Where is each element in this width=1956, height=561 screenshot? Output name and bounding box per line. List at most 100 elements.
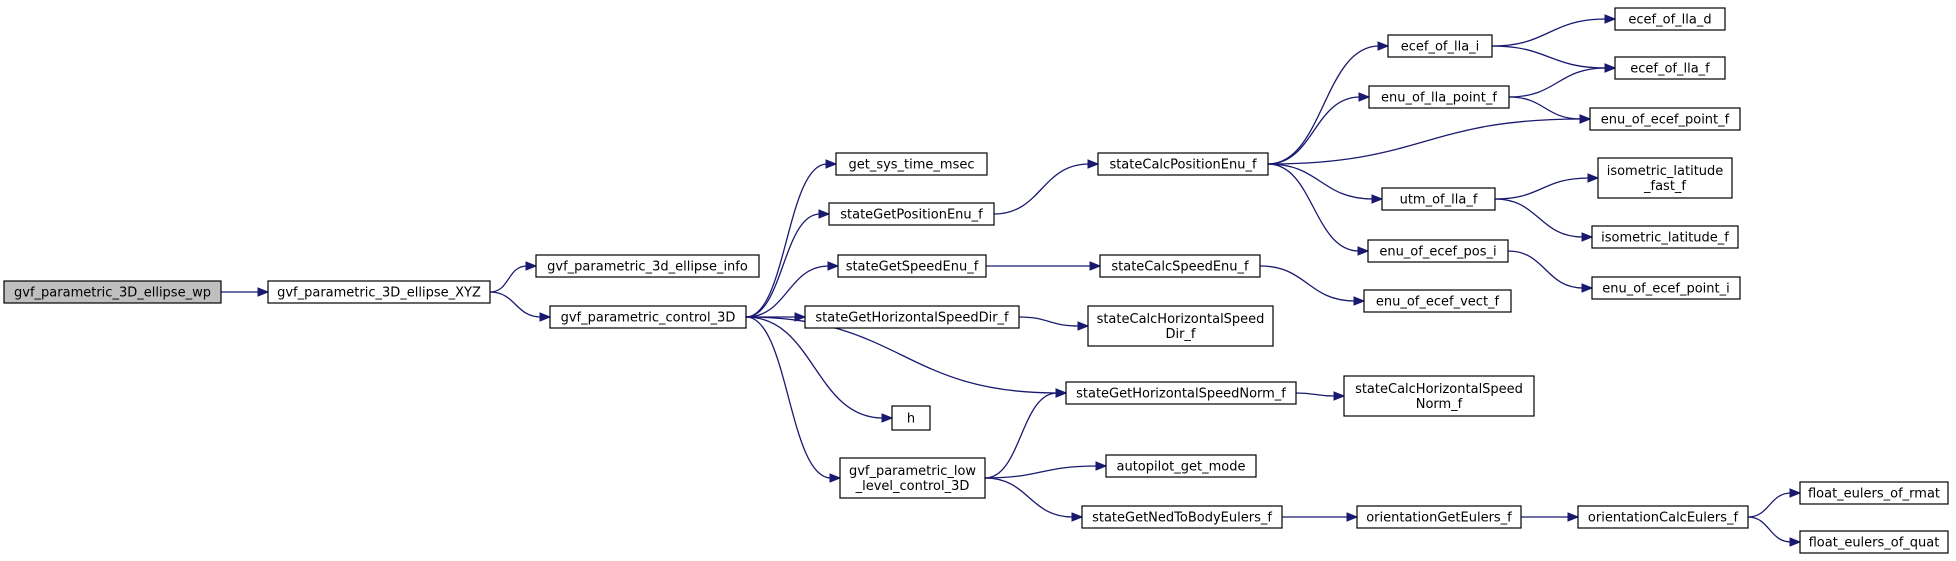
node-enu-of-lla-point-f[interactable]: enu_of_lla_point_f — [1368, 85, 1510, 109]
edge-line — [745, 213, 821, 318]
node-box — [1099, 254, 1261, 278]
edge-statecalcpositionenu-f-to-enu-of-ecef-point-f — [1267, 114, 1592, 165]
function-nodes: gvf_parametric_3D_ellipse_wp gvf_parametr… — [3, 7, 1949, 554]
node-box — [1363, 289, 1512, 313]
edge-line — [1494, 177, 1590, 200]
arrowhead-icon — [1581, 232, 1594, 242]
arrowhead-icon — [1089, 261, 1102, 271]
node-box — [1591, 225, 1739, 249]
node-stategethorizontalspeeddir-f[interactable]: stateGetHorizontalSpeedDir_f — [804, 305, 1020, 329]
edge-line — [1491, 18, 1607, 47]
node-label: float_eulers_of_rmat — [1808, 487, 1940, 502]
node-label: gvf_parametric_low — [849, 464, 976, 479]
arrowhead-icon — [825, 159, 838, 169]
node-float-eulers-of-rmat[interactable]: float_eulers_of_rmat — [1799, 481, 1949, 505]
node-box — [1105, 454, 1257, 478]
node-enu-of-ecef-point-i[interactable]: enu_of_ecef_point_i — [1591, 276, 1741, 300]
node-enu-of-ecef-point-f[interactable]: enu_of_ecef_point_f — [1589, 107, 1741, 131]
node-gvf-parametric-control-3d[interactable]: gvf_parametric_control_3D — [549, 305, 747, 329]
edge-line — [489, 291, 542, 318]
node-ecef-of-lla-f[interactable]: ecef_of_lla_f — [1614, 56, 1726, 80]
edge-line — [1508, 67, 1607, 98]
node-box — [1087, 305, 1274, 347]
node-box — [1368, 85, 1510, 109]
node-box — [828, 202, 995, 226]
node-box — [1381, 187, 1496, 211]
edge-gvf-parametric-3d-ellipse-xyz-to-gvf-parametric-3d-ellipse-info — [489, 261, 538, 293]
node-statecalcpositionenu-f[interactable]: stateCalcPositionEnu_f — [1097, 152, 1269, 176]
node-ecef-of-lla-i[interactable]: ecef_of_lla_i — [1387, 34, 1493, 58]
node-label: stateCalcHorizontalSpeed — [1355, 382, 1523, 397]
edge-gvf-parametric-3d-ellipse-xyz-to-gvf-parametric-control-3d — [489, 291, 552, 322]
arrowhead-icon — [1077, 321, 1090, 331]
node-box — [1387, 34, 1493, 58]
arrowhead-icon — [1579, 114, 1592, 124]
edge-ecef-of-lla-i-to-ecef-of-lla-d — [1491, 14, 1617, 47]
node-utm-of-lla-f[interactable]: utm_of_lla_f — [1381, 187, 1496, 211]
node-stategetnedtobodyeulers-f[interactable]: stateGetNedToBodyEulers_f — [1081, 505, 1283, 529]
edge-line — [984, 392, 1058, 479]
edge-gvf-parametric-control-3d-to-gvf-parametric-low-level-control-3d — [745, 316, 842, 483]
arrowhead-icon — [818, 209, 831, 219]
node-box — [1081, 505, 1283, 529]
node-box — [1614, 56, 1726, 80]
arrowhead-icon — [1071, 512, 1084, 522]
node-gvf-parametric-3d-ellipse-wp[interactable]: gvf_parametric_3D_ellipse_wp — [3, 280, 222, 304]
node-enu-of-ecef-pos-i[interactable]: enu_of_ecef_pos_i — [1367, 239, 1509, 263]
edge-enu-of-ecef-pos-i-to-enu-of-ecef-point-i — [1507, 250, 1594, 293]
node-orientationgeteulers-f[interactable]: orientationGetEulers_f — [1356, 505, 1522, 529]
node-label: orientationGetEulers_f — [1366, 511, 1512, 526]
edge-line — [1507, 250, 1584, 289]
node-box — [549, 305, 747, 329]
edge-line — [984, 465, 1098, 479]
node-stategetpositionenu-f[interactable]: stateGetPositionEnu_f — [828, 202, 995, 226]
node-label: autopilot_get_mode — [1117, 460, 1246, 475]
node-autopilot-get-mode[interactable]: autopilot_get_mode — [1105, 454, 1257, 478]
node-statecalcspeedenu-f[interactable]: stateCalcSpeedEnu_f — [1099, 254, 1261, 278]
edge-gvf-parametric-control-3d-to-get-sys-time-msec — [745, 159, 838, 318]
edge-line — [745, 265, 830, 318]
edge-enu-of-lla-point-f-to-ecef-of-lla-f — [1508, 63, 1617, 98]
edge-gvf-parametric-control-3d-to-stategetpositionenu-f — [745, 209, 831, 318]
edge-statecalcpositionenu-f-to-utm-of-lla-f — [1267, 163, 1384, 204]
node-label: utm_of_lla_f — [1400, 193, 1478, 208]
node-box — [1367, 239, 1509, 263]
node-float-eulers-of-quat[interactable]: float_eulers_of_quat — [1799, 530, 1949, 554]
arrowhead-icon — [525, 261, 538, 271]
node-label: stateCalcSpeedEnu_f — [1111, 260, 1249, 275]
edge-stategethorizontalspeeddir-f-to-statecalchorizontalspeeddir-f — [1018, 316, 1090, 331]
node-gvf-parametric-3d-ellipse-xyz[interactable]: gvf_parametric_3D_ellipse_XYZ — [267, 280, 491, 304]
node-box — [839, 457, 986, 499]
node-isometric-latitude-f[interactable]: isometric_latitude_f — [1591, 225, 1739, 249]
edge-gvf-parametric-control-3d-to-h — [745, 316, 894, 423]
arrowhead-icon — [1353, 296, 1366, 306]
node-label: stateCalcHorizontalSpeed — [1097, 312, 1265, 327]
edge-line — [745, 316, 832, 479]
edge-orientationcalceulers-f-to-float-eulers-of-quat — [1747, 516, 1802, 547]
node-stategethorizontalspeednorm-f[interactable]: stateGetHorizontalSpeedNorm_f — [1065, 381, 1297, 405]
node-get-sys-time-msec[interactable]: get_sys_time_msec — [835, 152, 988, 176]
node-label: _level_control_3D — [855, 479, 970, 494]
node-label: Norm_f — [1416, 397, 1463, 412]
node-label: stateCalcPositionEnu_f — [1109, 158, 1257, 173]
arrowhead-icon — [539, 312, 552, 322]
node-gvf-parametric-low-level-control-3d[interactable]: gvf_parametric_low_level_control_3D — [839, 457, 986, 499]
arrowhead-icon — [829, 473, 842, 483]
node-box — [1065, 381, 1297, 405]
edge-gvf-parametric-control-3d-to-stategethorizontalspeednorm-f — [745, 316, 1068, 398]
node-label: enu_of_ecef_point_f — [1601, 113, 1730, 128]
node-gvf-parametric-3d-ellipse-info[interactable]: gvf_parametric_3d_ellipse_info — [535, 254, 760, 278]
node-enu-of-ecef-vect-f[interactable]: enu_of_ecef_vect_f — [1363, 289, 1512, 313]
node-stategetspeedenu-f[interactable]: stateGetSpeedEnu_f — [837, 254, 987, 278]
node-isometric-latitude-fast-f[interactable]: isometric_latitude_fast_f — [1597, 157, 1733, 199]
edge-enu-of-lla-point-f-to-enu-of-ecef-point-f — [1508, 96, 1592, 124]
node-h[interactable]: h — [891, 405, 931, 431]
node-label: isometric_latitude_f — [1601, 231, 1729, 246]
arrowhead-icon — [1087, 159, 1100, 169]
node-orientationcalceulers-f[interactable]: orientationCalcEulers_f — [1577, 505, 1749, 529]
node-ecef-of-lla-d[interactable]: ecef_of_lla_d — [1614, 7, 1726, 31]
node-label: enu_of_lla_point_f — [1381, 91, 1497, 106]
node-box — [804, 305, 1020, 329]
